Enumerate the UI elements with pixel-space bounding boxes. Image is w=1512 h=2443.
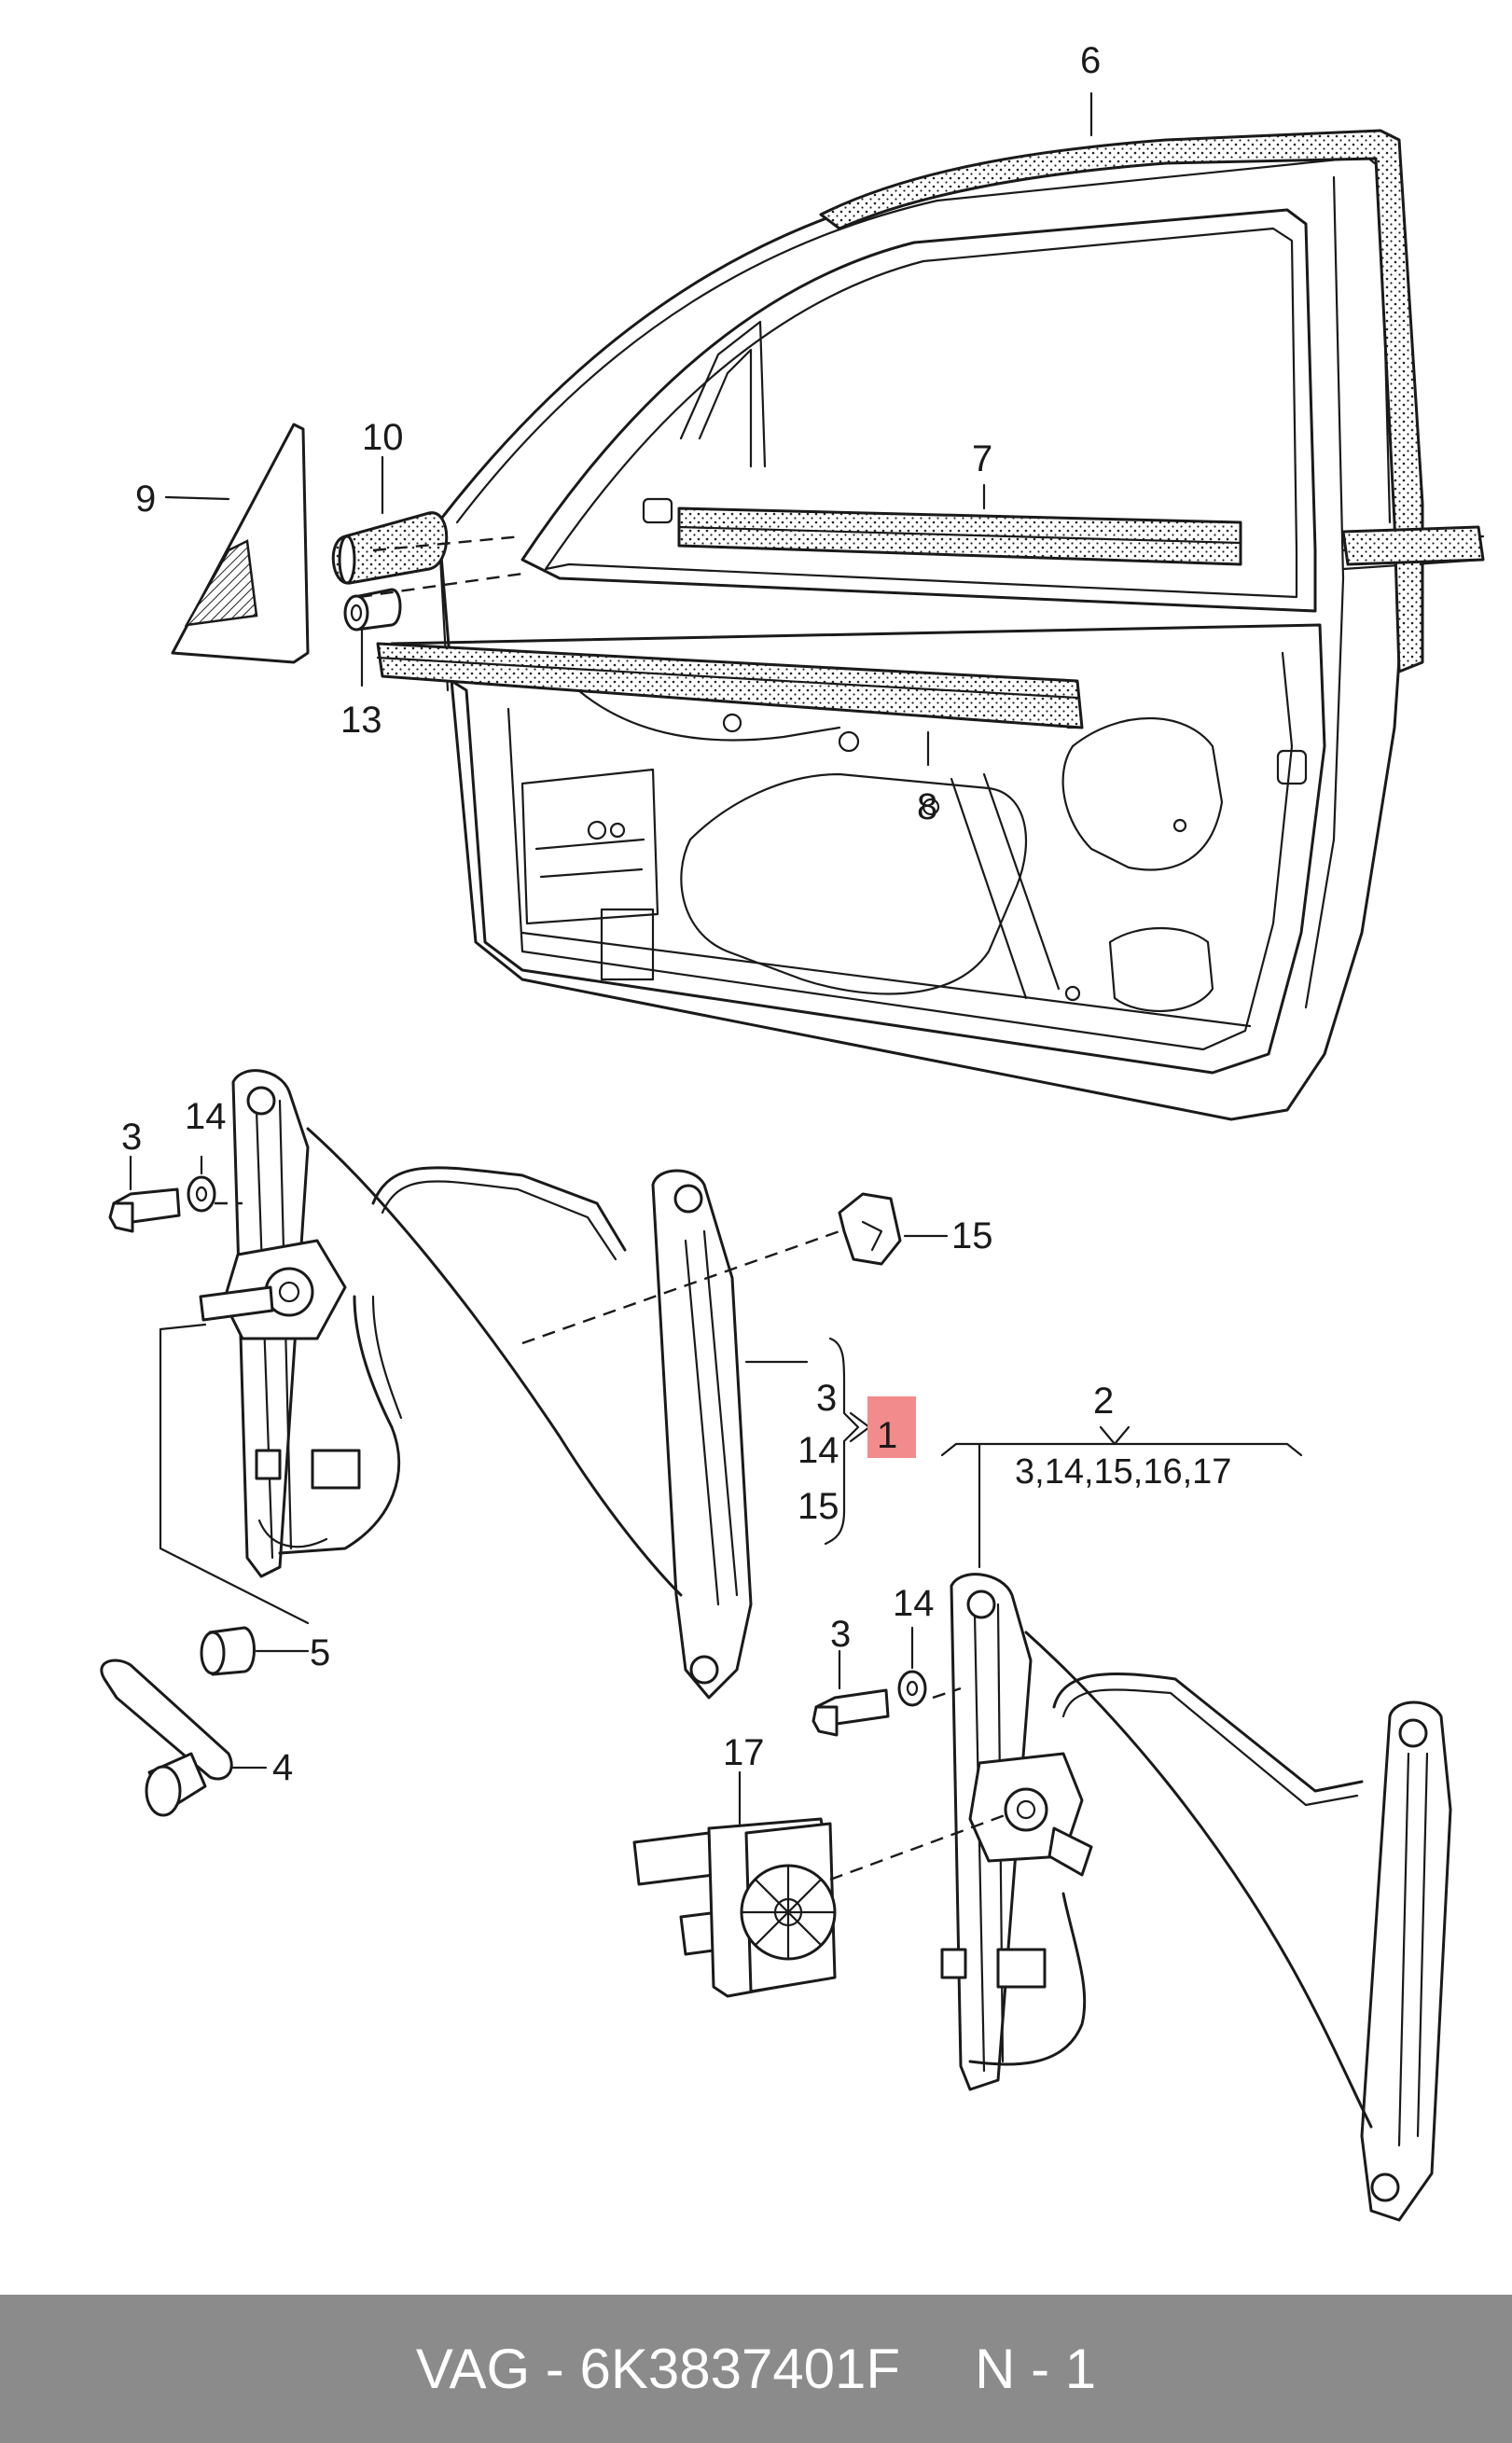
callout-labels: 6 7 8 9 10 13 3 14 15 3 14 15 1 2 3,14,1…	[121, 40, 1231, 1788]
footer-bar: VAG - 6K3837401F N - 1	[0, 2295, 1512, 2443]
callout-17: 17	[723, 1732, 765, 1773]
washer-14-upper	[187, 1175, 216, 1213]
window-shaft-seal-8	[376, 642, 1084, 729]
leader-lines	[129, 91, 1303, 1825]
cap-13	[343, 588, 402, 632]
washer-14-lower	[897, 1670, 927, 1707]
callout-5: 5	[310, 1632, 330, 1673]
callout-8: 8	[917, 786, 937, 827]
window-shaft-seal-7	[677, 507, 1485, 566]
group-label-3: 3	[816, 1378, 837, 1419]
callout-2: 2	[1093, 1381, 1114, 1422]
callout-14-lower: 14	[893, 1583, 935, 1624]
group-label-14: 14	[798, 1430, 839, 1471]
callout-3-upper: 3	[121, 1117, 142, 1158]
callout-10: 10	[362, 417, 404, 458]
clip-15	[838, 1192, 902, 1266]
part-number-label: VAG - 6K3837401F	[415, 2338, 901, 2400]
door-seal-6	[819, 129, 1424, 673]
window-crank-4	[100, 1659, 233, 1817]
callout-1: 1	[877, 1415, 897, 1456]
window-motor-17	[632, 1817, 837, 1998]
callout-7: 7	[972, 438, 992, 479]
bolt-3-upper	[108, 1187, 181, 1233]
electric-window-regulator	[940, 1573, 1452, 2222]
group-label-15: 15	[798, 1486, 839, 1527]
callout-6: 6	[1080, 40, 1101, 81]
callout-9: 9	[135, 479, 156, 520]
highlight-box	[867, 1396, 916, 1458]
callout-3-lower: 3	[830, 1614, 851, 1655]
assembly-dash-lines	[159, 534, 1008, 1881]
mirror-triangle-cover-9	[171, 423, 310, 664]
callout-14-upper: 14	[185, 1096, 227, 1137]
manual-window-regulator	[199, 1069, 753, 1700]
callout-15: 15	[951, 1215, 993, 1256]
callout-13: 13	[340, 700, 382, 741]
callout-2-list: 3,14,15,16,17	[1015, 1452, 1231, 1492]
bolt-3-lower	[811, 1688, 890, 1737]
exploded-parts-diagram: 6 7 8 9 10 13 3 14 15 3 14 15 1 2 3,14,1…	[100, 40, 1485, 2222]
position-label: N - 1	[975, 2338, 1097, 2400]
grommet-10	[331, 511, 449, 585]
callout-4: 4	[272, 1747, 293, 1788]
door-shell	[390, 138, 1485, 1121]
bushing-5	[200, 1626, 256, 1676]
